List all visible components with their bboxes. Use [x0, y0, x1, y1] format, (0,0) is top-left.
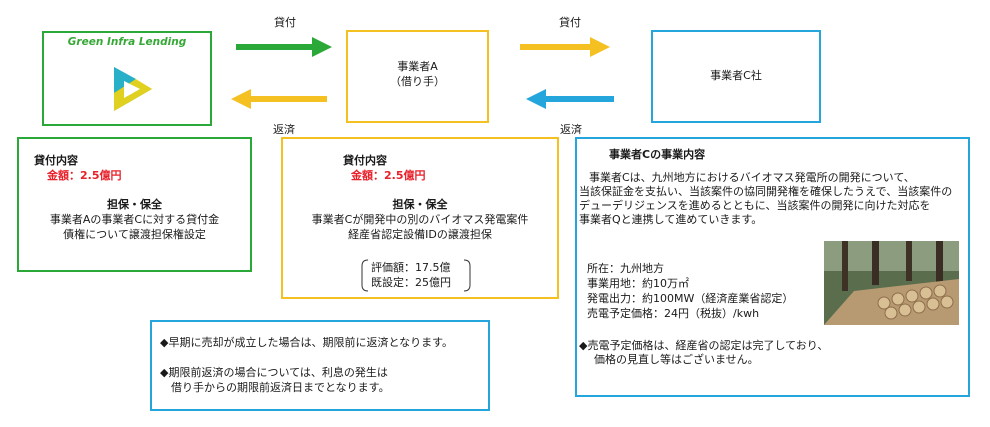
collateral-line: 事業者Cが開発中の別のバイオマス発電案件 [311, 213, 529, 226]
lender-logo-text: Green Infra Lending [67, 36, 187, 48]
repay-arrow-left [231, 89, 327, 109]
spec-line: 所在：九州地方 [587, 262, 664, 275]
company-c-name: 事業者C社 [710, 69, 762, 82]
company-desc-line: デューデリジェンスを進めるとともに、当該案件の開発に向けた対応を [579, 199, 931, 212]
valuation-line: 既設定：25億円 [371, 276, 451, 289]
price-note-line: ◆売電予定価格は、経産省の認定は完了しており、 [579, 339, 829, 352]
collateral-line: 債権について譲渡担保権設定 [63, 228, 206, 241]
spec-line: 事業用地：約10万㎡ [587, 277, 689, 290]
lend-label-right: 貸付 [559, 16, 581, 29]
lender-box: Green Infra Lending [42, 31, 212, 126]
timber-photo [824, 241, 959, 325]
notes-box: ◆早期に売却が成立した場合は、期限前に返済となります。 ◆期限前返済の場合につい… [150, 320, 490, 411]
company-desc-line: 事業者Qと連携して進めていきます。 [579, 213, 763, 226]
loan-detail-box-mid: 貸付内容 金額：2.5億円 担保・保全 事業者Cが開発中の別のバイオマス発電案件… [281, 137, 559, 299]
valuation-line: 評価額：17.5億 [371, 261, 451, 274]
collateral-title: 担保・保全 [107, 198, 162, 211]
borrower-box: 事業者A （借り手） [346, 30, 489, 123]
loan-detail-box-left: 貸付内容 金額：2.5億円 担保・保全 事業者Aの事業者Cに対する貸付金 債権に… [17, 137, 252, 272]
loan-amount: 金額：2.5億円 [351, 169, 426, 182]
loan-amount: 金額：2.5億円 [47, 169, 122, 182]
repay-arrow-right [526, 89, 614, 109]
collateral-title: 担保・保全 [392, 198, 448, 211]
borrower-name: 事業者A [397, 60, 438, 73]
company-desc-line: 当該保証金を支払い、当該案件の協同開発権を確保したうえで、当該案件の [579, 185, 953, 198]
repay-label-right: 返済 [560, 123, 582, 136]
company-c-box: 事業者C社 [651, 30, 821, 123]
lend-arrow-left [236, 37, 332, 57]
lend-arrow-right [520, 37, 610, 57]
repay-label-left: 返済 [273, 123, 295, 136]
valuation-brackets [361, 259, 471, 292]
collateral-line: 経産省認定設備IDの譲渡担保 [348, 228, 492, 241]
borrower-role: （借り手） [390, 75, 445, 88]
loan-title: 貸付内容 [343, 154, 387, 167]
lender-logo-icon [114, 67, 152, 111]
company-detail-box: 事業者Cの事業内容 事業者Cは、九州地方におけるバイオマス発電所の開発について、… [575, 137, 970, 397]
note-line: 借り手からの期限前返済日までとなります。 [171, 381, 390, 394]
price-note-line: 価格の見直し等はございません。 [594, 353, 759, 366]
lend-label-left: 貸付 [274, 16, 296, 29]
note-line: ◆期限前返済の場合については、利息の発生は [160, 366, 388, 379]
collateral-line: 事業者Aの事業者Cに対する貸付金 [49, 213, 220, 226]
company-desc-line: 事業者Cは、九州地方におけるバイオマス発電所の開発について、 [589, 171, 915, 184]
spec-line: 売電予定価格：24円（税抜）/kwh [587, 307, 760, 320]
spec-line: 発電出力：約100MW（経済産業省認定） [587, 292, 794, 305]
company-detail-title: 事業者Cの事業内容 [609, 148, 706, 161]
loan-title: 貸付内容 [34, 154, 78, 167]
note-line: ◆早期に売却が成立した場合は、期限前に返済となります。 [160, 336, 454, 349]
